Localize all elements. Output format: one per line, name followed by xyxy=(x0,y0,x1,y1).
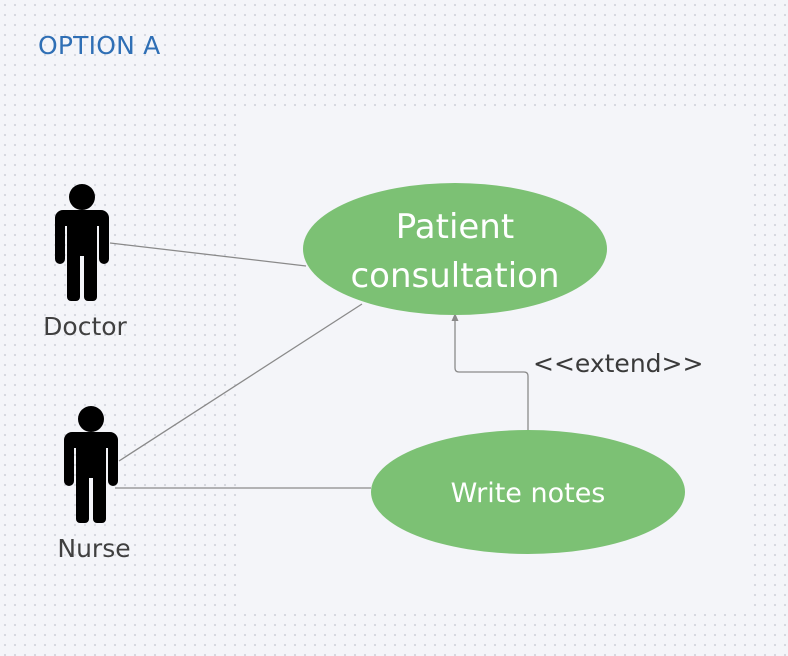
extend-label: <<extend>> xyxy=(533,349,703,378)
actor-label: Nurse xyxy=(57,534,130,563)
usecase-ellipse[interactable] xyxy=(303,183,607,315)
usecase-ellipse[interactable] xyxy=(371,430,685,554)
actor-label: Doctor xyxy=(43,312,127,341)
extend-connector[interactable] xyxy=(454,319,529,430)
extend-arrowhead xyxy=(451,313,459,321)
association-nurse-patient-consultation[interactable] xyxy=(118,303,363,462)
person-icon xyxy=(64,406,118,523)
usecase-write-notes[interactable]: Write notes xyxy=(371,430,685,554)
association-doctor-patient-consultation[interactable] xyxy=(109,242,307,267)
actor-doctor[interactable]: Doctor xyxy=(43,184,128,341)
page-title: OPTION A xyxy=(38,31,160,60)
actor-nurse[interactable]: Nurse xyxy=(57,406,131,563)
person-icon xyxy=(55,184,109,301)
usecase-label-line1: Patient xyxy=(396,207,514,247)
usecase-label-line2: consultation xyxy=(350,256,559,296)
usecase-label: Write notes xyxy=(451,478,606,509)
usecase-patient-consultation[interactable]: Patient consultation xyxy=(303,183,607,315)
